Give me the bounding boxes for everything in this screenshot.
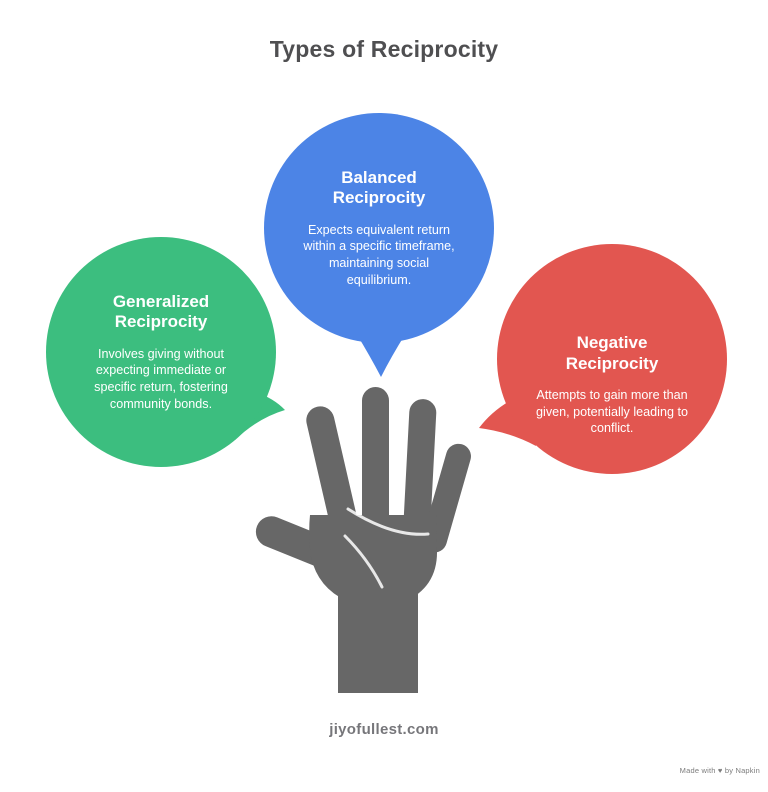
- page-title: Types of Reciprocity: [269, 36, 499, 62]
- bubble-title-generalized: Generalized Reciprocity: [112, 291, 210, 332]
- credit-text: Made with ♥ by Napkin: [679, 766, 760, 775]
- bubble-description-negative: Attempts to gain more than given, potent…: [536, 387, 688, 436]
- bubble-title-negative: Negative Reciprocity: [565, 333, 659, 373]
- bubble-tail-balanced-icon: [356, 333, 406, 377]
- speech-bubble-negative: Negative Reciprocity Attempts to gain mo…: [497, 244, 727, 474]
- bubble-title-balanced: Balanced Reciprocity: [332, 167, 426, 208]
- bubble-description-balanced: Expects equivalent return within a speci…: [303, 222, 455, 287]
- website-text: jiyofullest.com: [329, 721, 439, 738]
- hand-icon: [255, 387, 471, 693]
- bubble-description-generalized: Involves giving without expecting immedi…: [94, 346, 228, 411]
- palm-lines-icon: [343, 507, 430, 589]
- speech-bubble-balanced: Balanced Reciprocity Expects equivalent …: [264, 113, 494, 343]
- speech-bubble-generalized: Generalized Reciprocity Involves giving …: [46, 237, 276, 467]
